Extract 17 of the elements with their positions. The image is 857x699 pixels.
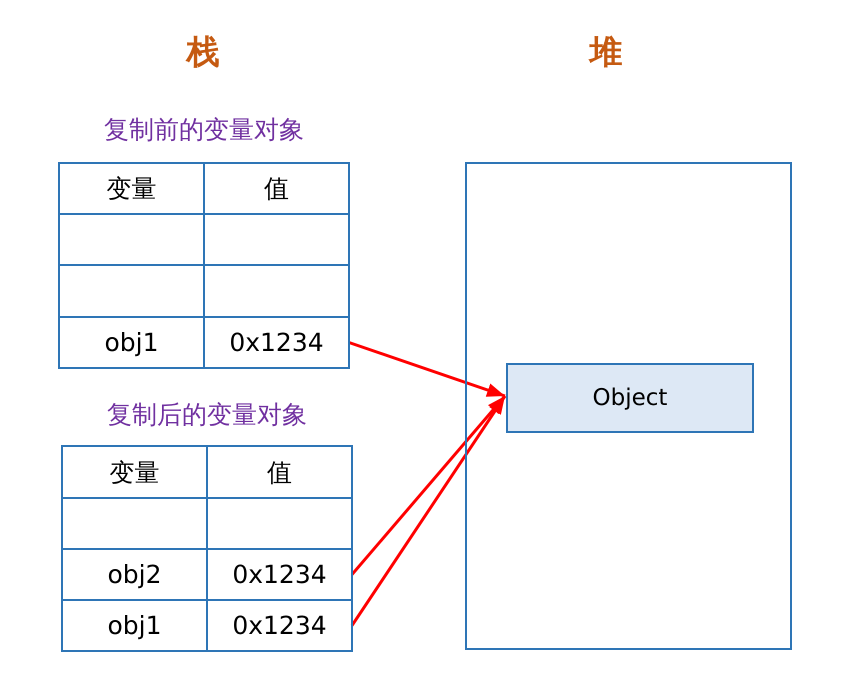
arrow: [348, 341, 506, 398]
column-header: 变量: [58, 162, 205, 215]
column-header: 变量: [61, 445, 208, 499]
column-header: 值: [203, 162, 350, 215]
section-heading: 栈: [186, 32, 220, 72]
column-header: 值: [206, 445, 353, 499]
variable-cell: obj1: [58, 316, 205, 369]
table-title: 复制后的变量对象: [107, 399, 307, 431]
object-box: Object: [506, 363, 754, 433]
address-cell: 0x1234: [206, 599, 353, 652]
table-title: 复制前的变量对象: [104, 114, 304, 146]
section-heading: 堆: [590, 32, 622, 72]
variable-cell: obj1: [61, 599, 208, 652]
address-cell: 0x1234: [203, 316, 350, 369]
heap-area: [465, 162, 792, 650]
arrow: [350, 395, 506, 626]
arrow: [350, 395, 506, 576]
